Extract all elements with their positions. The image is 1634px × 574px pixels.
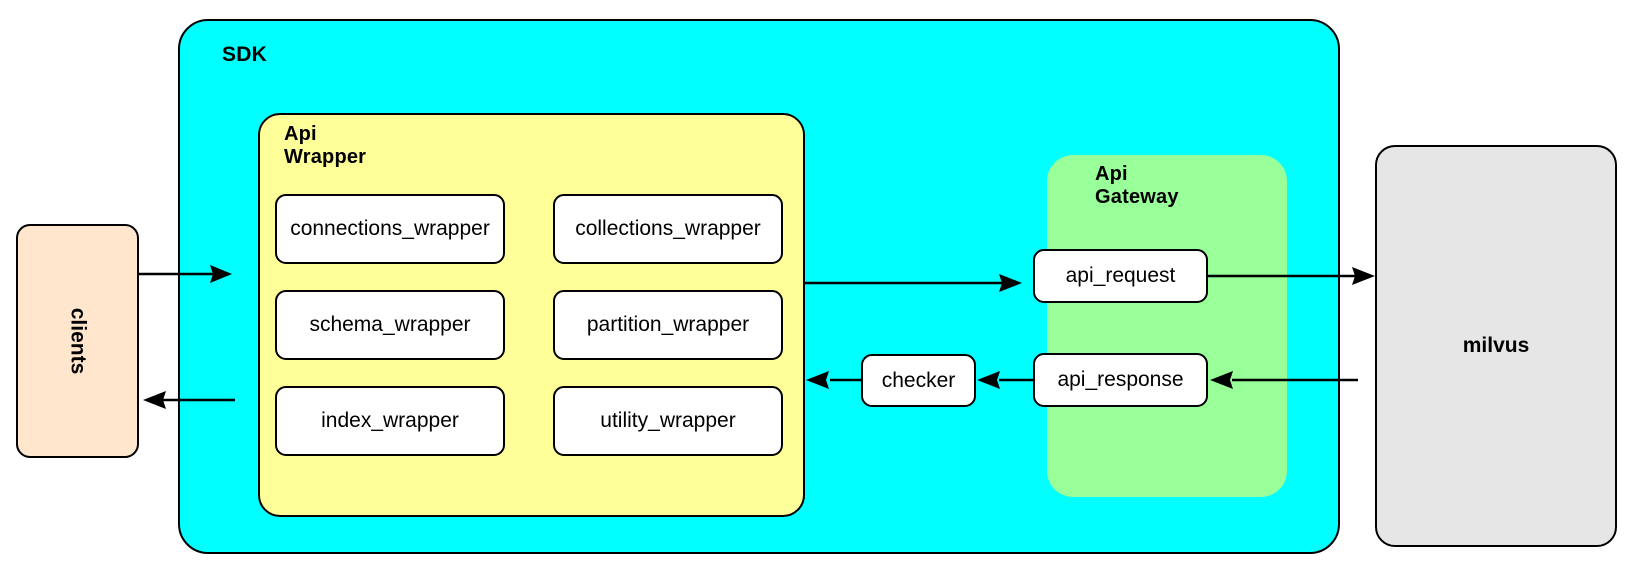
api-wrapper-label: Api Wrapper [284, 123, 367, 169]
node-label: api_request [1065, 264, 1176, 287]
node-partition-wrapper[interactable]: partition_wrapper [553, 290, 783, 360]
api-gateway-container[interactable]: Api Gateway [1047, 155, 1287, 497]
node-label: partition_wrapper [586, 313, 750, 336]
clients-label: clients [66, 307, 90, 375]
node-api-request[interactable]: api_request [1033, 249, 1208, 303]
milvus-node[interactable]: milvus [1375, 145, 1617, 547]
node-label: api_response [1057, 368, 1184, 391]
node-collections-wrapper[interactable]: collections_wrapper [553, 194, 783, 264]
api-gateway-label: Api Gateway [1095, 163, 1179, 209]
node-label: collections_wrapper [575, 217, 761, 240]
node-label: utility_wrapper [600, 409, 736, 432]
clients-node[interactable]: clients [16, 224, 139, 458]
node-label: checker [881, 368, 956, 392]
node-label: index_wrapper [321, 409, 459, 432]
sdk-label: SDK [222, 43, 267, 66]
node-schema-wrapper[interactable]: schema_wrapper [275, 290, 505, 360]
node-api-response[interactable]: api_response [1033, 353, 1208, 407]
node-label: schema_wrapper [309, 313, 471, 336]
node-utility-wrapper[interactable]: utility_wrapper [553, 386, 783, 456]
node-checker[interactable]: checker [861, 354, 976, 407]
node-index-wrapper[interactable]: index_wrapper [275, 386, 505, 456]
milvus-label: milvus [1462, 334, 1530, 357]
node-label: connections_wrapper [290, 217, 490, 240]
node-connections-wrapper[interactable]: connections_wrapper [275, 194, 505, 264]
